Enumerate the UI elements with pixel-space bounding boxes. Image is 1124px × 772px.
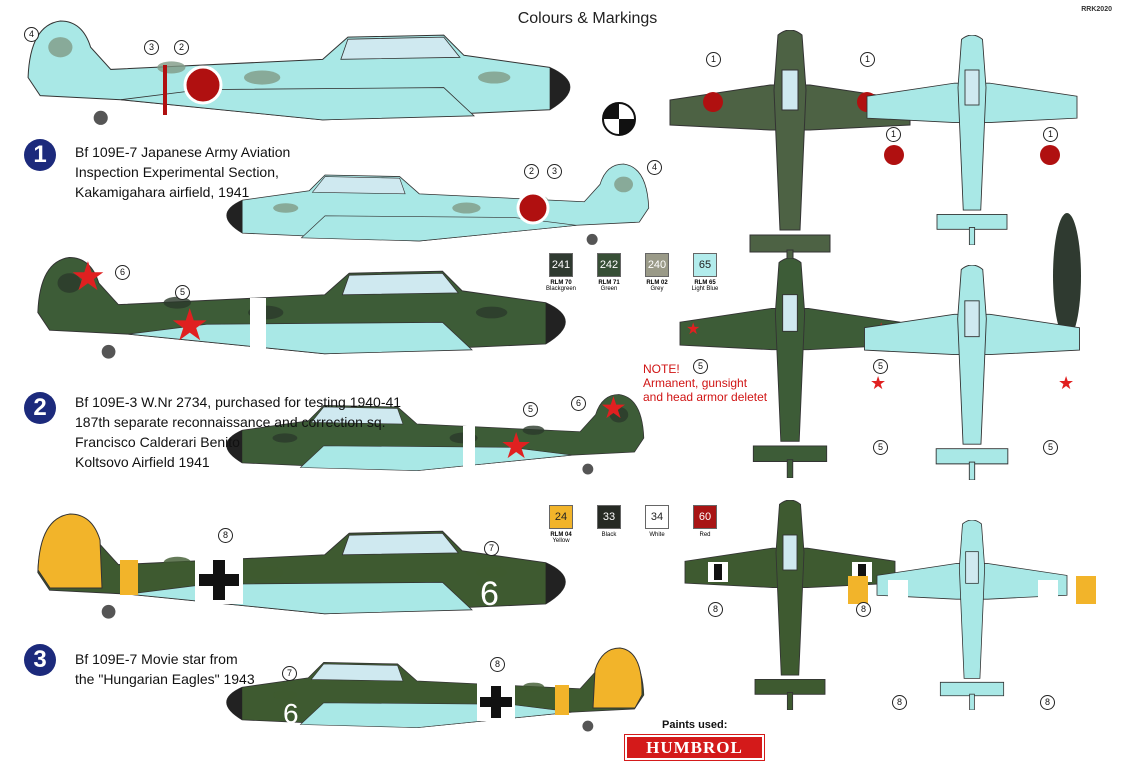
callout: 2 [524,164,539,179]
svg-text:★: ★ [70,255,106,299]
swatch-code: 242 [597,253,621,277]
svg-text:★: ★ [686,321,700,338]
callout: 2 [174,40,189,55]
callout: 1 [1043,127,1058,142]
callout: 1 [860,52,875,67]
desc-line: Bf 109E-7 Movie star from [75,651,238,667]
scheme-3-description: Bf 109E-7 Movie star from the "Hungarian… [75,649,255,689]
note-line: and head armor deletet [643,390,768,404]
balance-symbol-icon [602,102,636,136]
svg-text:★: ★ [170,301,209,350]
swatch-name: Black [601,532,617,538]
scheme3-top-view [684,500,896,710]
swatch-rlm: RLM 04 [550,532,572,538]
swatch-code: 33 [597,505,621,529]
scheme3-bottom-view [848,520,1096,710]
kit-code: RRK2020 [1081,6,1112,13]
svg-text:★: ★ [870,373,886,393]
desc-line: 187th separate reconnaissance and correc… [75,414,386,430]
callout: 1 [886,127,901,142]
callout: 7 [484,541,499,556]
swatch-rlm: RLM 71 [598,280,620,286]
svg-text:★: ★ [500,425,532,466]
swatch-name: White [649,532,665,538]
note: NOTE! Armanent, gunsight and head armor … [643,362,767,404]
swatch-rlm: RLM 70 [550,280,572,286]
swatch-code: 34 [645,505,669,529]
desc-line: the "Hungarian Eagles" 1943 [75,671,255,687]
callout: 8 [856,602,871,617]
desc-line: Bf 109E-3 W.Nr 2734, purchased for testi… [75,394,402,410]
swatch-code: 24 [549,505,573,529]
scheme-1-description: Bf 109E-7 Japanese Army Aviation Inspect… [75,142,290,202]
swatch-name: Light Blue [691,286,719,292]
desc-line: Bf 109E-7 Japanese Army Aviation [75,144,291,160]
callout: 8 [892,695,907,710]
swatch-code: 240 [645,253,669,277]
swatch-rlm: RLM 02 [646,280,668,286]
scheme-3-number: 3 [24,644,56,676]
scheme-2-description: Bf 109E-3 W.Nr 2734, purchased for testi… [75,392,401,472]
callout: 4 [24,27,39,42]
callout: 3 [144,40,159,55]
paints-used-label: Paints used: [662,719,728,731]
callout: 8 [490,657,505,672]
callout: 4 [647,160,662,175]
drop-tank [1053,213,1081,339]
scheme-1-number: 1 [24,139,56,171]
swatch-name: Grey [650,286,664,292]
scheme2-side-left: ★★ [37,255,566,360]
scheme2-side-right: ★★ [226,392,645,475]
note-line: Armanent, gunsight [643,376,748,390]
svg-text:6: 6 [283,698,299,729]
svg-text:★: ★ [600,392,627,425]
scheme1-side-right [226,163,650,246]
humbrol-logo: HUMBROL [624,734,765,761]
scheme1-bottom-view [866,35,1078,245]
scheme3-side-left: 6 [37,513,566,620]
svg-text:★: ★ [1058,373,1074,393]
svg-text:6: 6 [480,575,499,613]
swatch-name: Green [600,286,618,292]
swatch-code: 65 [693,253,717,277]
swatch-name: Yellow [552,538,570,544]
callout: 5 [1043,440,1058,455]
callout: 6 [571,396,586,411]
callout: 8 [218,528,233,543]
swatch-name: Red [699,532,711,538]
callout: 6 [115,265,130,280]
scheme2-bottom-view: ★★ [863,265,1081,480]
desc-line: Inspection Experimental Section, [75,164,279,180]
desc-line: Francisco Calderari Benito [75,434,240,450]
swatch-rlm: RLM 65 [694,280,716,286]
page-title: Colours & Markings [517,10,658,27]
callout: 5 [175,285,190,300]
note-title: NOTE! [643,362,680,376]
swatch-code: 241 [549,253,573,277]
callout: 5 [523,402,538,417]
callout: 5 [873,440,888,455]
scheme1-side-left [27,20,571,126]
callout: 7 [282,666,297,681]
callout: 8 [708,602,723,617]
desc-line: Koltsovo Airfield 1941 [75,454,210,470]
callout: 8 [1040,695,1055,710]
swatch-name: Blackgreen [545,286,577,292]
callout: 5 [693,359,708,374]
scheme-2-number: 2 [24,392,56,424]
callout: 1 [706,52,721,67]
callout: 3 [547,164,562,179]
scheme3-side-right: 6 [226,647,645,732]
callout: 5 [873,359,888,374]
swatch-code: 60 [693,505,717,529]
desc-line: Kakamigahara airfield, 1941 [75,184,250,200]
